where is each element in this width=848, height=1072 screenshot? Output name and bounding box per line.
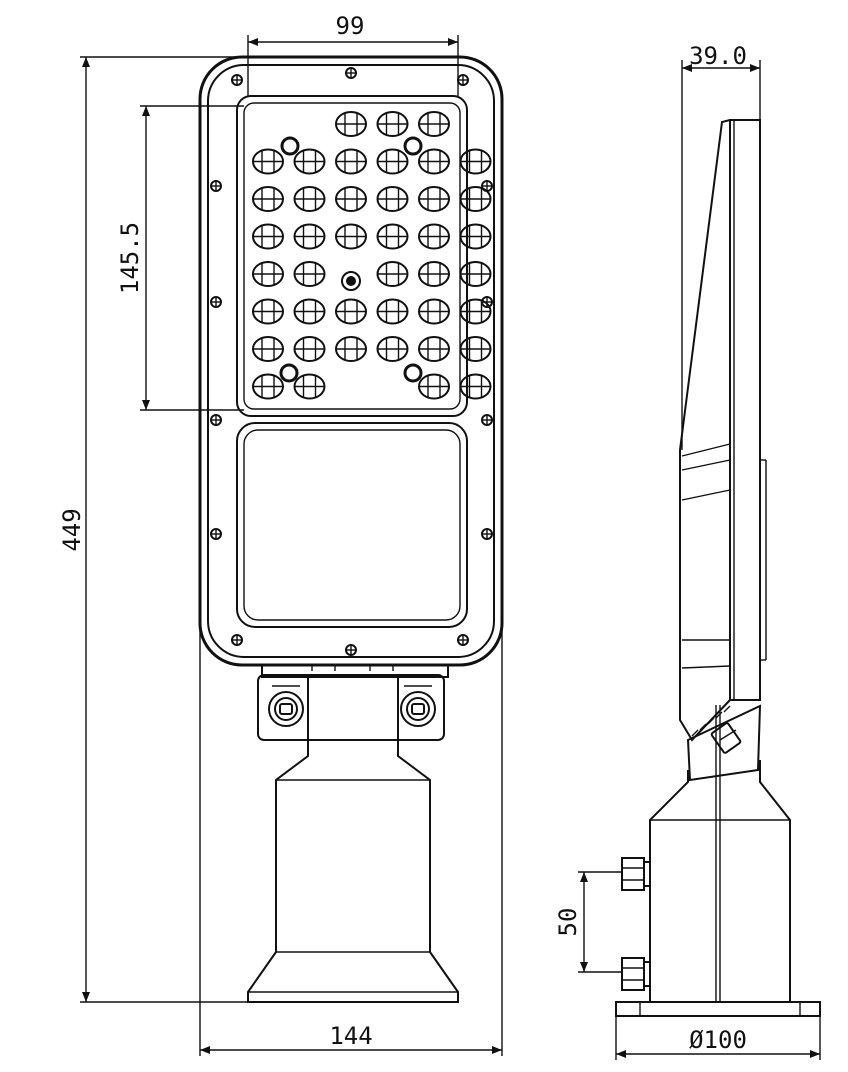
dim-led-145-5: 145.5	[116, 105, 244, 411]
dim-label-144: 144	[329, 1022, 372, 1050]
led-lens-icon	[335, 186, 367, 212]
led-lens-icon	[376, 186, 409, 212]
led-lens-icon	[418, 336, 450, 362]
led-lens-icon	[418, 186, 450, 212]
screw-icon	[481, 180, 493, 192]
led-lens-icon	[293, 298, 326, 325]
bracket-bolt-icon	[400, 685, 436, 727]
led-grid	[252, 111, 492, 400]
dim-label-39: 39.0	[689, 42, 747, 70]
led-lens-icon	[252, 373, 284, 400]
led-lens-icon	[335, 148, 367, 175]
front-view: 99 145.5 449 144	[58, 12, 504, 1056]
driver-cover	[236, 422, 468, 628]
led-lens-icon	[418, 261, 450, 287]
bracket-bolt-icon	[268, 685, 304, 727]
side-view: 39.0 50 Ø100	[554, 42, 821, 1060]
tilt-joint	[686, 704, 762, 782]
led-lens-icon	[252, 298, 284, 325]
dim-width-144: 144	[199, 620, 503, 1056]
dim-diameter-100: Ø100	[615, 1016, 821, 1060]
mount-ring	[279, 363, 299, 383]
led-panel	[236, 95, 468, 417]
led-lens-icon	[293, 373, 326, 400]
dim-label-diameter: Ø100	[689, 1026, 747, 1054]
screw-icon	[210, 180, 222, 192]
led-lens-icon	[459, 186, 492, 212]
side-lamp-body	[729, 119, 761, 701]
dim-label-145-5: 145.5	[116, 222, 144, 294]
led-lens-icon	[376, 261, 409, 287]
dim-width-99: 99	[247, 12, 459, 96]
led-lens-icon	[376, 111, 409, 137]
screw-icon	[231, 634, 243, 646]
mount-bracket	[257, 664, 449, 741]
screw-icon	[481, 414, 493, 426]
led-lens-icon	[376, 223, 409, 250]
led-panel-inner	[243, 102, 461, 410]
center-screw-icon	[341, 271, 361, 291]
mount-ring	[403, 363, 423, 383]
led-lens-icon	[459, 223, 492, 250]
led-lens-icon	[418, 111, 450, 137]
screw-icon	[210, 296, 222, 308]
side-housing-back	[679, 119, 731, 742]
led-lens-icon	[459, 261, 492, 287]
screw-icon	[345, 644, 357, 656]
led-lens-icon	[252, 261, 284, 287]
led-lens-icon	[252, 336, 284, 362]
led-lens-icon	[293, 261, 326, 287]
housing-screws	[210, 67, 493, 656]
led-lens-icon	[418, 148, 450, 175]
dim-depth-39: 39.0	[681, 42, 761, 450]
led-lens-icon	[418, 373, 450, 400]
dim-label-99: 99	[336, 12, 365, 40]
mount-ring	[280, 136, 300, 156]
dim-bolt-spacing-50: 50	[554, 871, 622, 973]
screw-icon	[231, 74, 243, 86]
led-lens-icon	[335, 298, 367, 325]
led-lens-icon	[293, 148, 326, 175]
led-lens-icon	[459, 148, 492, 175]
screw-icon	[481, 296, 493, 308]
led-lens-icon	[376, 298, 409, 325]
side-bolt-icon	[621, 857, 650, 891]
led-lens-icon	[335, 336, 367, 362]
led-lens-icon	[252, 223, 284, 250]
pole-adapter	[247, 740, 459, 1003]
side-base-plate	[615, 1001, 821, 1017]
led-lens-icon	[459, 373, 492, 400]
led-lens-icon	[418, 223, 450, 250]
screw-icon	[481, 528, 493, 540]
screw-icon	[210, 414, 222, 426]
housing-inner-outline	[207, 64, 495, 658]
led-lens-icon	[252, 148, 284, 175]
dim-height-449: 449	[58, 56, 248, 1003]
led-lens-icon	[459, 336, 492, 362]
led-lens-icon	[335, 111, 367, 137]
led-lens-icon	[376, 336, 409, 362]
dim-label-449: 449	[58, 508, 86, 551]
screw-icon	[457, 74, 469, 86]
led-lens-icon	[293, 186, 326, 212]
screw-icon	[210, 528, 222, 540]
led-lens-icon	[376, 148, 409, 175]
led-lens-icon	[418, 298, 450, 325]
mount-ring	[403, 136, 423, 156]
driver-cover-inner	[243, 429, 461, 621]
dim-label-50: 50	[554, 908, 582, 937]
led-lens-icon	[293, 336, 326, 362]
led-lens-icon	[252, 186, 284, 212]
screw-icon	[457, 634, 469, 646]
side-bolt-icon	[621, 957, 650, 991]
led-lens-icon	[459, 298, 492, 325]
led-lens-icon	[293, 223, 326, 250]
screw-icon	[345, 67, 357, 79]
led-lens-icon	[335, 223, 367, 250]
